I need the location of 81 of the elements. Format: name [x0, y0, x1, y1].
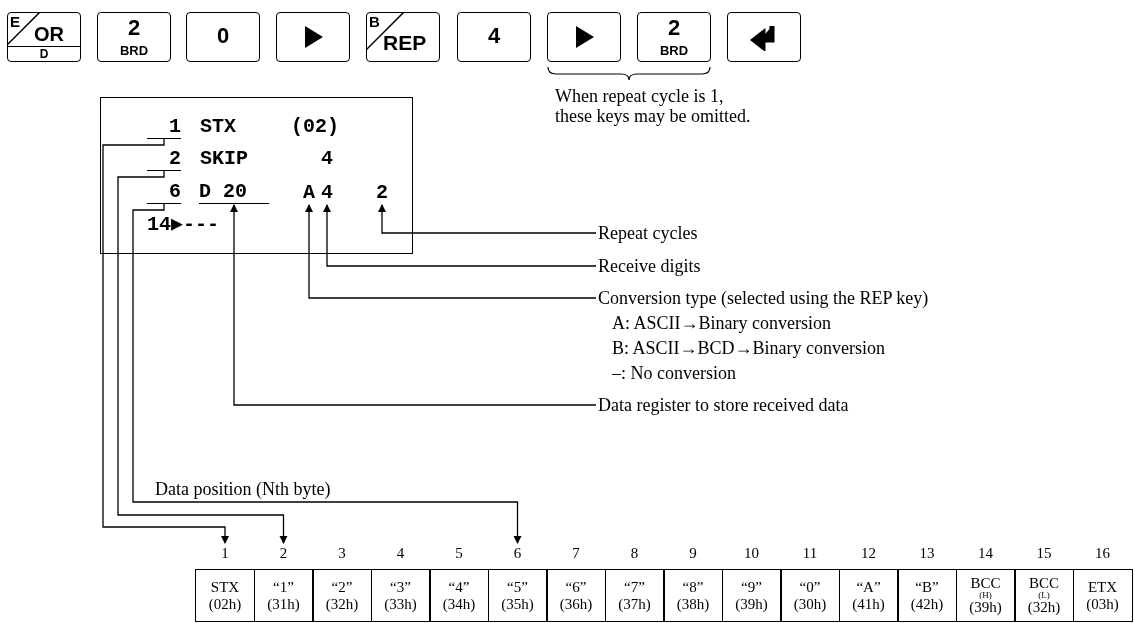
key-label: E [10, 13, 20, 30]
column-number: 11 [801, 544, 819, 563]
display-text: SKIP [200, 148, 248, 170]
list-item: A: ASCII→Binary conversion [612, 312, 831, 334]
table-cell: “0” (30h) [780, 569, 840, 622]
leader-line [305, 204, 597, 299]
keypad-key [366, 12, 440, 62]
leader-line [117, 170, 288, 544]
caption-text: Data position (Nth byte) [155, 478, 331, 500]
key-label: B [369, 13, 380, 30]
column-number: 1 [220, 544, 230, 563]
table-cell: ETX (03h) [1072, 569, 1133, 622]
key-label: OR [34, 23, 64, 46]
column-number: 8 [629, 544, 640, 563]
table-cell: BCC (H) (39h) [955, 569, 1016, 622]
keypad-key [547, 12, 621, 62]
column-number: 12 [860, 544, 877, 563]
lcd-display [100, 97, 413, 254]
column-number: 6 [512, 544, 523, 563]
leader-line [132, 203, 522, 544]
keypad-key [637, 12, 711, 62]
key-label: 0 [215, 23, 231, 49]
column-number: 14 [977, 544, 994, 563]
column-number: 2 [278, 544, 289, 563]
display-text: 4 [321, 148, 333, 170]
display-text: 14▶--- [147, 214, 220, 236]
column-number: 3 [337, 544, 347, 563]
keypad-key [7, 12, 81, 62]
key-label: REP [383, 31, 427, 55]
annotation-text: Data register to store received data [598, 394, 849, 416]
table-cell: “8” (38h) [663, 569, 723, 622]
display-text: D 20 [199, 181, 269, 204]
table-cell: “6” (36h) [546, 569, 606, 622]
keypad-key [276, 12, 350, 62]
key-label: 2 [126, 15, 142, 41]
table-cell: “2” (32h) [312, 569, 372, 622]
display-text: 6 [147, 181, 181, 204]
note-text: When repeat cycle is 1, these keys may be omitted. [555, 86, 752, 126]
table-cell: “4” (34h) [429, 569, 489, 622]
annotation-text: Repeat cycles [598, 222, 698, 244]
display-text: 2 [147, 148, 181, 171]
column-number: 10 [743, 544, 760, 563]
keypad-key [457, 12, 531, 62]
keypad-key [186, 12, 260, 62]
leader-line [230, 204, 597, 406]
key-label: 4 [486, 23, 502, 49]
display-text: STX [200, 116, 236, 138]
key-label: BRD [658, 43, 690, 58]
key-label: 2 [666, 15, 682, 41]
annotation-text: Conversion type (selected using the REP key) [598, 287, 929, 309]
keypad-key [727, 12, 801, 62]
annotation-text: Receive digits [598, 255, 701, 277]
display-text: (02) [291, 116, 339, 138]
column-number: 4 [395, 544, 406, 563]
column-number: 9 [688, 544, 698, 563]
table-cell: “5” (35h) [487, 569, 548, 622]
table-cell: “1” (31h) [253, 569, 314, 622]
column-number: 7 [571, 544, 581, 563]
table-cell: “3” (33h) [370, 569, 431, 622]
leader-line [102, 138, 229, 544]
table-cell: BCC (L) (32h) [1014, 569, 1074, 622]
leader-line [378, 204, 597, 234]
leader-line [323, 204, 597, 267]
column-number: 5 [454, 544, 464, 563]
key-label: D [38, 47, 50, 61]
column-number: 13 [918, 544, 936, 563]
table-cell: “B” (42h) [897, 569, 957, 622]
table-cell: “7” (37h) [604, 569, 665, 622]
table-cell: “9” (39h) [721, 569, 782, 622]
column-number: 15 [1035, 544, 1053, 563]
table-cell: “A” (41h) [838, 569, 899, 622]
column-number: 16 [1094, 544, 1111, 563]
display-text: A [303, 182, 315, 204]
key-label: BRD [118, 43, 150, 58]
keypad-key [97, 12, 171, 62]
display-text: 1 [147, 116, 181, 139]
table-cell: STX (02h) [195, 569, 255, 622]
list-item: B: ASCII→BCD→Binary conversion [612, 337, 885, 359]
list-item: –: No conversion [612, 362, 736, 384]
display-text: 2 [376, 182, 388, 204]
display-text: 4 [321, 182, 333, 204]
